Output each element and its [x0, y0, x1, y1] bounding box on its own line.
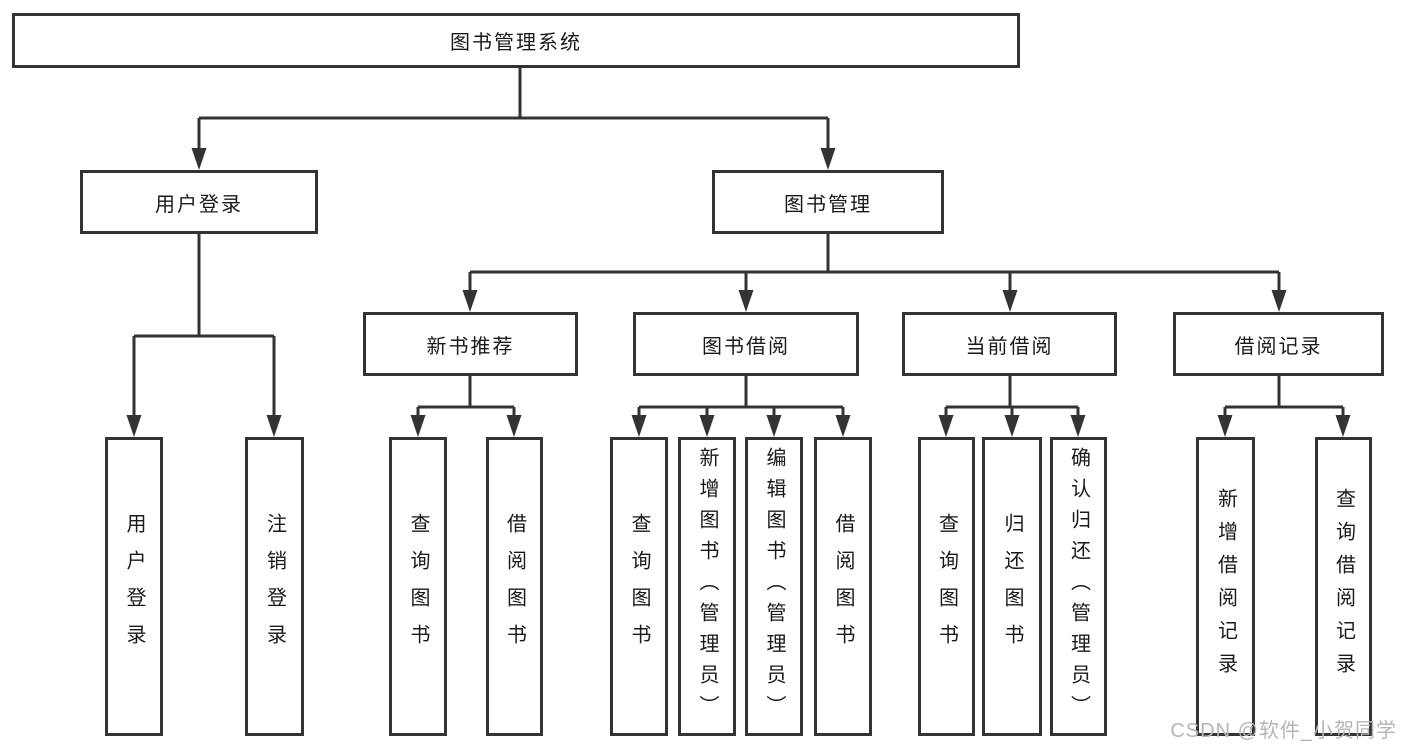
- leaf-add-borrow-record-label: 新增借阅记录: [1214, 487, 1237, 686]
- leaf-query-books-3: 查询图书: [918, 437, 975, 736]
- node-root: 图书管理系统: [12, 13, 1020, 68]
- node-book-management: 图书管理: [712, 170, 944, 234]
- leaf-add-books-admin: 新增图书（管理员）: [678, 437, 736, 736]
- connector-records-to-leaves: [1223, 376, 1345, 419]
- leaf-user-login-label: 用户登录: [123, 512, 145, 661]
- connector-root-to-level2: [197, 68, 830, 152]
- leaf-borrow-books-1: 借阅图书: [486, 437, 543, 736]
- leaf-logout: 注销登录: [245, 437, 304, 736]
- leaf-borrow-books-2-label: 借阅图书: [832, 512, 854, 661]
- arrowheads: [126, 148, 1351, 437]
- connector-current-to-leaves: [944, 376, 1080, 419]
- leaf-query-books-2-label: 查询图书: [628, 512, 650, 661]
- leaf-return-books-label: 归还图书: [1001, 512, 1023, 661]
- leaf-query-borrow-record: 查询借阅记录: [1315, 437, 1372, 736]
- csdn-watermark: CSDN @软件_小贺同学: [1170, 720, 1397, 742]
- node-new-book-recommend-label: 新书推荐: [426, 335, 515, 358]
- node-current-borrow-label: 当前借阅: [965, 335, 1054, 358]
- leaf-query-borrow-record-label: 查询借阅记录: [1332, 487, 1355, 686]
- node-new-book-recommend: 新书推荐: [363, 312, 578, 376]
- node-book-management-label: 图书管理: [784, 193, 872, 216]
- leaf-confirm-return-admin: 确认归还（管理员）: [1050, 437, 1107, 736]
- leaf-return-books: 归还图书: [982, 437, 1042, 736]
- leaf-query-books-3-label: 查询图书: [935, 512, 958, 661]
- connector-userlogin-to-leaves: [132, 234, 276, 419]
- connector-borrow-to-leaves: [637, 376, 845, 419]
- leaf-borrow-books-2: 借阅图书: [814, 437, 872, 736]
- leaf-logout-label: 注销登录: [263, 512, 286, 661]
- leaf-add-borrow-record: 新增借阅记录: [1196, 437, 1255, 736]
- node-root-label: 图书管理系统: [450, 32, 582, 54]
- node-user-login: 用户登录: [80, 170, 318, 234]
- leaf-query-books-2: 查询图书: [610, 437, 668, 736]
- leaf-user-login: 用户登录: [105, 437, 163, 736]
- connector-bookmgmt-to-level3: [468, 234, 1281, 294]
- node-book-borrow-label: 图书借阅: [702, 335, 790, 358]
- leaf-edit-books-admin-label: 编辑图书（管理员）: [763, 447, 785, 726]
- connector-newbook-to-leaves: [416, 376, 516, 419]
- leaf-query-books-1-label: 查询图书: [407, 512, 429, 661]
- node-borrow-records: 借阅记录: [1173, 312, 1384, 376]
- leaf-query-books-1: 查询图书: [389, 437, 447, 736]
- node-borrow-records-label: 借阅记录: [1234, 335, 1323, 358]
- leaf-add-books-admin-label: 新增图书（管理员）: [696, 447, 718, 726]
- node-user-login-label: 用户登录: [155, 193, 243, 216]
- node-book-borrow: 图书借阅: [633, 312, 859, 376]
- leaf-confirm-return-admin-label: 确认归还（管理员）: [1067, 447, 1090, 726]
- node-current-borrow: 当前借阅: [902, 312, 1117, 376]
- leaf-borrow-books-1-label: 借阅图书: [503, 512, 526, 661]
- leaf-edit-books-admin: 编辑图书（管理员）: [745, 437, 803, 736]
